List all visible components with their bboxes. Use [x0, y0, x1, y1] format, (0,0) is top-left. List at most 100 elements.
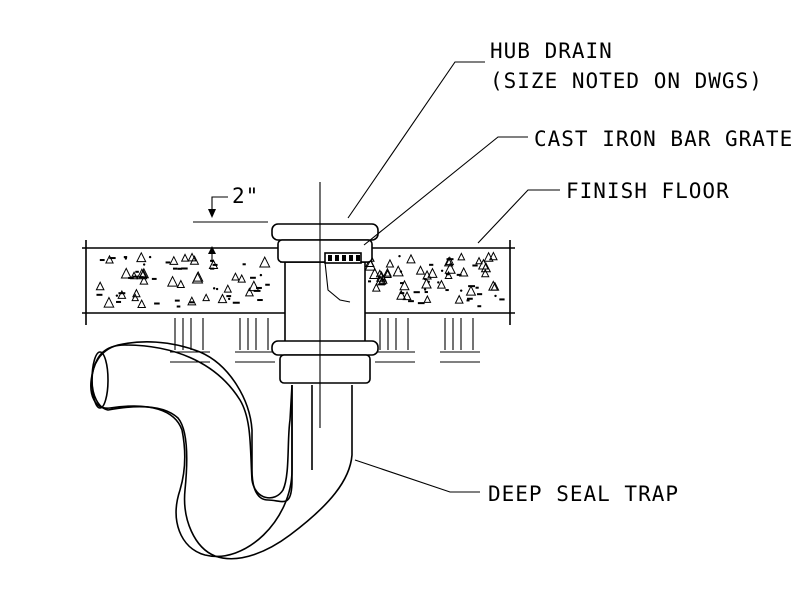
aggregate-mark	[467, 297, 473, 300]
aggregate-mark	[406, 253, 416, 264]
aggregate-mark	[187, 296, 197, 306]
grate-bar	[349, 255, 353, 261]
aggregate-mark	[408, 300, 414, 303]
aggregate-mark	[130, 271, 139, 280]
aggregate-mark	[137, 298, 147, 309]
aggregate-mark	[244, 287, 254, 297]
aggregate-mark	[446, 258, 454, 261]
aggregate-mark	[368, 280, 372, 283]
aggregate-mark	[215, 287, 219, 291]
aggregate-mark	[475, 256, 483, 265]
aggregate-mark	[115, 294, 119, 297]
aggregate-mark	[180, 253, 190, 262]
aggregate-mark	[117, 289, 127, 299]
aggregate-mark	[382, 267, 392, 277]
aggregate-mark	[174, 299, 180, 302]
aggregate-mark	[477, 293, 483, 296]
aggregate-mark	[176, 279, 186, 289]
aggregate-mark	[436, 279, 447, 289]
aggregate-mark	[242, 263, 246, 266]
aggregate-mark	[177, 267, 182, 270]
aggregate-mark	[457, 252, 466, 261]
hub-drain-label: HUB DRAIN	[490, 39, 613, 63]
trap-leader	[354, 459, 480, 493]
aggregate-mark	[399, 292, 405, 295]
grate-inner-line	[324, 261, 351, 303]
aggregate-mark	[444, 262, 456, 274]
grate-bar	[335, 255, 339, 261]
bar-grate	[324, 252, 362, 264]
aggregate-mark	[396, 289, 407, 300]
trap-label: DEEP SEAL TRAP	[488, 482, 679, 506]
aggregate-mark	[169, 255, 179, 265]
aggregate-mark	[132, 288, 141, 298]
aggregate-mark	[415, 265, 426, 275]
grate-bar	[342, 255, 346, 261]
aggregate-mark	[480, 268, 490, 278]
aggregate-mark	[417, 302, 425, 305]
aggregate-mark	[123, 256, 128, 259]
aggregate-mark	[181, 267, 188, 270]
aggregate-mark	[259, 256, 271, 268]
aggregate-mark	[399, 270, 403, 273]
aggregate-mark	[217, 293, 228, 304]
grate-label: CAST IRON BAR GRATE	[534, 127, 793, 151]
concrete-aggregate-hatch	[95, 251, 505, 309]
aggregate-mark	[191, 271, 204, 284]
aggregate-mark	[227, 297, 231, 301]
aggregate-mark	[413, 291, 420, 294]
aggregate-mark	[371, 282, 381, 292]
aggregate-mark	[445, 289, 449, 292]
aggregate-mark	[499, 298, 505, 301]
aggregate-mark	[466, 299, 470, 302]
aggregate-mark	[109, 257, 116, 260]
aggregate-mark	[120, 267, 132, 279]
finish-floor-leader	[477, 189, 560, 244]
aggregate-mark	[189, 301, 195, 304]
aggregate-mark	[256, 286, 262, 289]
aggregate-mark	[378, 274, 388, 284]
aggregate-mark	[488, 280, 499, 291]
aggregate-mark	[172, 267, 178, 270]
aggregate-mark	[381, 278, 385, 281]
aggregate-mark	[165, 261, 171, 264]
aggregate-mark	[257, 299, 263, 302]
aggregate-mark	[223, 284, 233, 293]
aggregate-mark	[142, 263, 146, 266]
dimension-label: 2"	[232, 184, 259, 208]
deep-seal-trap	[90, 341, 353, 560]
aggregate-mark	[212, 287, 216, 290]
aggregate-mark	[259, 273, 263, 277]
aggregate-mark	[475, 286, 479, 289]
size-note-label: (SIZE NOTED ON DWGS)	[490, 69, 763, 93]
aggregate-mark	[445, 273, 450, 276]
aggregate-mark	[116, 300, 122, 303]
dimension-2in: 2"	[193, 184, 268, 262]
aggregate-mark	[136, 268, 148, 280]
aggregate-mark	[423, 288, 427, 291]
aggregate-mark	[166, 275, 179, 287]
aggregate-mark	[118, 292, 126, 295]
aggregate-mark	[151, 277, 157, 280]
aggregate-mark	[440, 269, 444, 272]
aggregate-mark	[136, 251, 147, 263]
aggregate-mark	[468, 285, 476, 288]
aggregate-mark	[103, 296, 115, 308]
aggregate-mark	[429, 263, 434, 266]
aggregate-mark	[176, 305, 181, 308]
aggregate-mark	[402, 290, 412, 301]
aggregate-mark	[135, 270, 139, 273]
aggregate-mark	[248, 280, 260, 292]
aggregate-mark	[231, 272, 240, 281]
aggregate-mark	[459, 289, 463, 292]
aggregate-mark	[250, 276, 256, 279]
grate-bar	[328, 255, 332, 261]
aggregate-mark	[456, 273, 462, 276]
aggregate-mark	[375, 275, 386, 286]
aggregate-mark	[477, 305, 482, 308]
finish-floor-label: FINISH FLOOR	[566, 179, 730, 203]
aggregate-mark	[385, 258, 395, 268]
aggregate-mark	[480, 261, 492, 273]
aggregate-mark	[154, 302, 160, 305]
aggregate-mark	[105, 254, 114, 264]
